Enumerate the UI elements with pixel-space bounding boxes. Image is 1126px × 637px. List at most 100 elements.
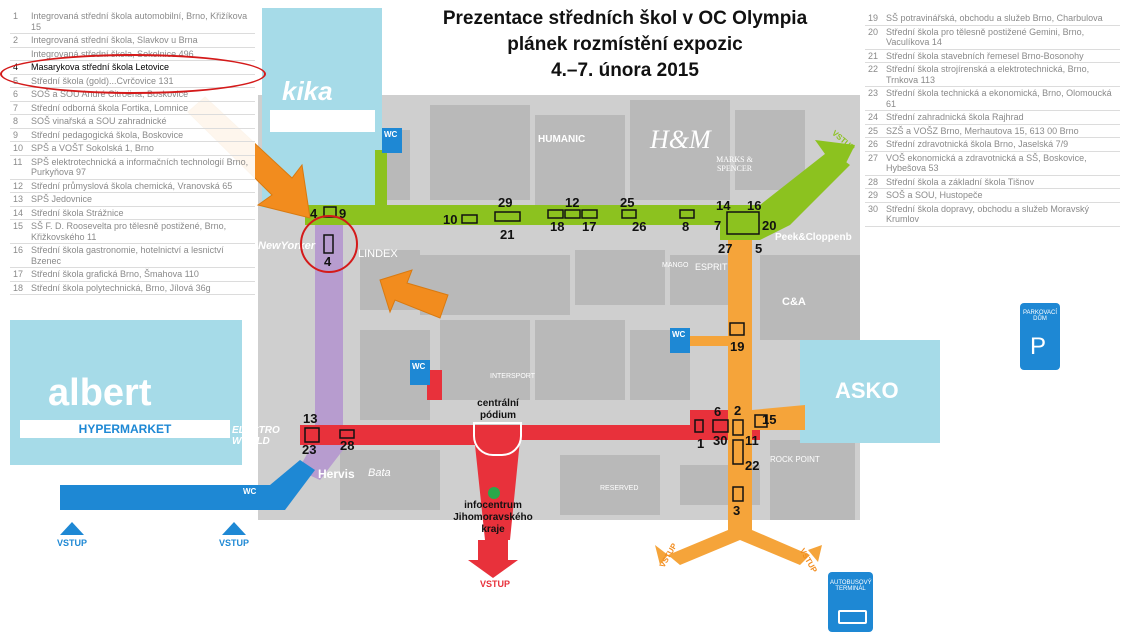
school-number: 2 (13, 35, 19, 45)
booth-19: 19 (730, 339, 745, 354)
school-name: SOŠ a SOU, Hustopeče (886, 190, 983, 200)
bus-label: AUTOBUSOVÝ TERMINÁL (830, 580, 872, 592)
entrance-label-3: VSTUP (480, 579, 511, 589)
booth-30: 30 (713, 433, 728, 448)
title-line-3: 4.–7. února 2015 (551, 60, 699, 81)
green-corridor (305, 150, 850, 240)
booth-17: 17 (582, 219, 597, 234)
albert-store (10, 320, 242, 465)
store-blocks (340, 100, 860, 520)
booth-27: 27 (718, 241, 733, 256)
central-stage (473, 422, 522, 456)
school-name: Střední škola gastronomie, hotelnictví a… (31, 245, 224, 266)
peek-logo: Peek&Cloppenb (775, 232, 852, 243)
school-list-item: 29 SOŠ a SOU, Hustopeče (865, 189, 1120, 203)
hypermarket-label: HYPERMARKET (20, 420, 230, 438)
booth-12: 12 (565, 195, 580, 210)
school-name: Střední pedagogická škola, Boskovice (31, 129, 184, 140)
school-number: 19 (868, 13, 879, 23)
booth-28: 28 (340, 438, 355, 453)
school-list-item: 16 Střední škola gastronomie, hotelnictví… (10, 244, 255, 268)
purple-corridor (298, 225, 343, 480)
parking-icon: P (1030, 333, 1047, 360)
booth-20: 20 (762, 218, 777, 233)
school-name: SOŠ a SOU André Citroëna, Boskovice (31, 89, 189, 99)
parking-label: PARKOVACÍ DŮM (1022, 310, 1058, 322)
school-name: Střední zdravotnická škola Brno, Jaselsk… (886, 139, 1069, 149)
wc-icon: WC (412, 362, 426, 371)
hm-logo: H&M (650, 125, 711, 154)
school-number: 9 (13, 129, 19, 140)
school-number: 11 (13, 156, 23, 167)
title-line-1: Prezentace středních škol v OC Olympia (442, 8, 808, 29)
booth-8: 8 (682, 219, 690, 234)
school-name: Střední škola pro tělesně postižené Gemi… (886, 26, 1085, 48)
school-number: 23 (868, 88, 879, 98)
school-number: 17 (13, 269, 24, 279)
mango-logo: MANGO (662, 262, 689, 269)
booth-15: 15 (762, 412, 777, 427)
school-list-item: 21 Střední škola stavebních řemesel Brno-… (865, 50, 1120, 63)
booth-23: 23 (302, 442, 317, 457)
school-number: 20 (868, 26, 879, 37)
school-name: Střední škola stavebních řemesel Brno-Bo… (886, 50, 1084, 61)
hervis-logo: Hervis (318, 467, 355, 481)
booth-7: 7 (714, 218, 722, 233)
booth-18: 18 (550, 219, 565, 234)
school-number: 7 (13, 102, 19, 113)
school-number: 29 (868, 190, 879, 200)
wc-icon: WC (243, 487, 257, 496)
kika-logo: kika (282, 76, 333, 106)
booth-13: 13 (303, 411, 318, 426)
rockpoint-logo: ROCK POINT (770, 455, 820, 464)
school-number: 15 (13, 221, 24, 231)
school-list-item: 6 SOŠ a SOU André Citroëna, Boskovice (10, 88, 255, 102)
reserved-logo: RESERVED (600, 485, 639, 492)
booth-2: 2 (734, 403, 742, 418)
school-number: 21 (868, 50, 879, 61)
esprit-logo: ESPRIT (695, 262, 728, 272)
ca-logo: C&A (782, 296, 806, 308)
school-name: Střední průmyslová škola chemická, Vrano… (31, 180, 233, 191)
school-number (10, 49, 31, 60)
school-number: 8 (13, 116, 19, 126)
school-number: 16 (13, 245, 24, 255)
school-number: 26 (868, 139, 879, 149)
booth-6: 6 (714, 404, 722, 419)
school-name: SŠ F. D. Roosevelta pro tělesně postižen… (31, 221, 227, 242)
wc-icon: WC (384, 130, 398, 139)
school-name: VOŠ ekonomická a zdravotnická a SŠ, Bosk… (886, 152, 1087, 174)
orange-branch (690, 336, 730, 346)
school-name: SZŠ a VOŠZ Brno, Merhautova 15, 613 00 B… (886, 125, 1079, 136)
school-name: Střední škola technická a ekonomická, Br… (886, 88, 1112, 109)
booth-rectangles (304, 206, 768, 502)
albert-logo: albert (48, 372, 152, 414)
school-number: 24 (868, 112, 879, 122)
school-number: 12 (13, 180, 24, 191)
school-number: 18 (13, 282, 24, 293)
school-name: Střední škola Strážnice (31, 207, 124, 218)
school-name: SOŠ vinařská a SOU zahradnické (31, 116, 167, 126)
school-number: 6 (13, 89, 19, 99)
booth-14: 14 (716, 198, 731, 213)
school-number: 30 (868, 203, 879, 214)
lindex-logo: LINDEX (358, 248, 398, 260)
school-name: Integrovaná střední škola, Slavkov u Brn… (31, 35, 198, 45)
kika-banner (270, 110, 375, 132)
school-name: SPŠ a VOŠT Sokolská 1, Brno (31, 143, 154, 153)
school-number: 28 (868, 176, 879, 187)
